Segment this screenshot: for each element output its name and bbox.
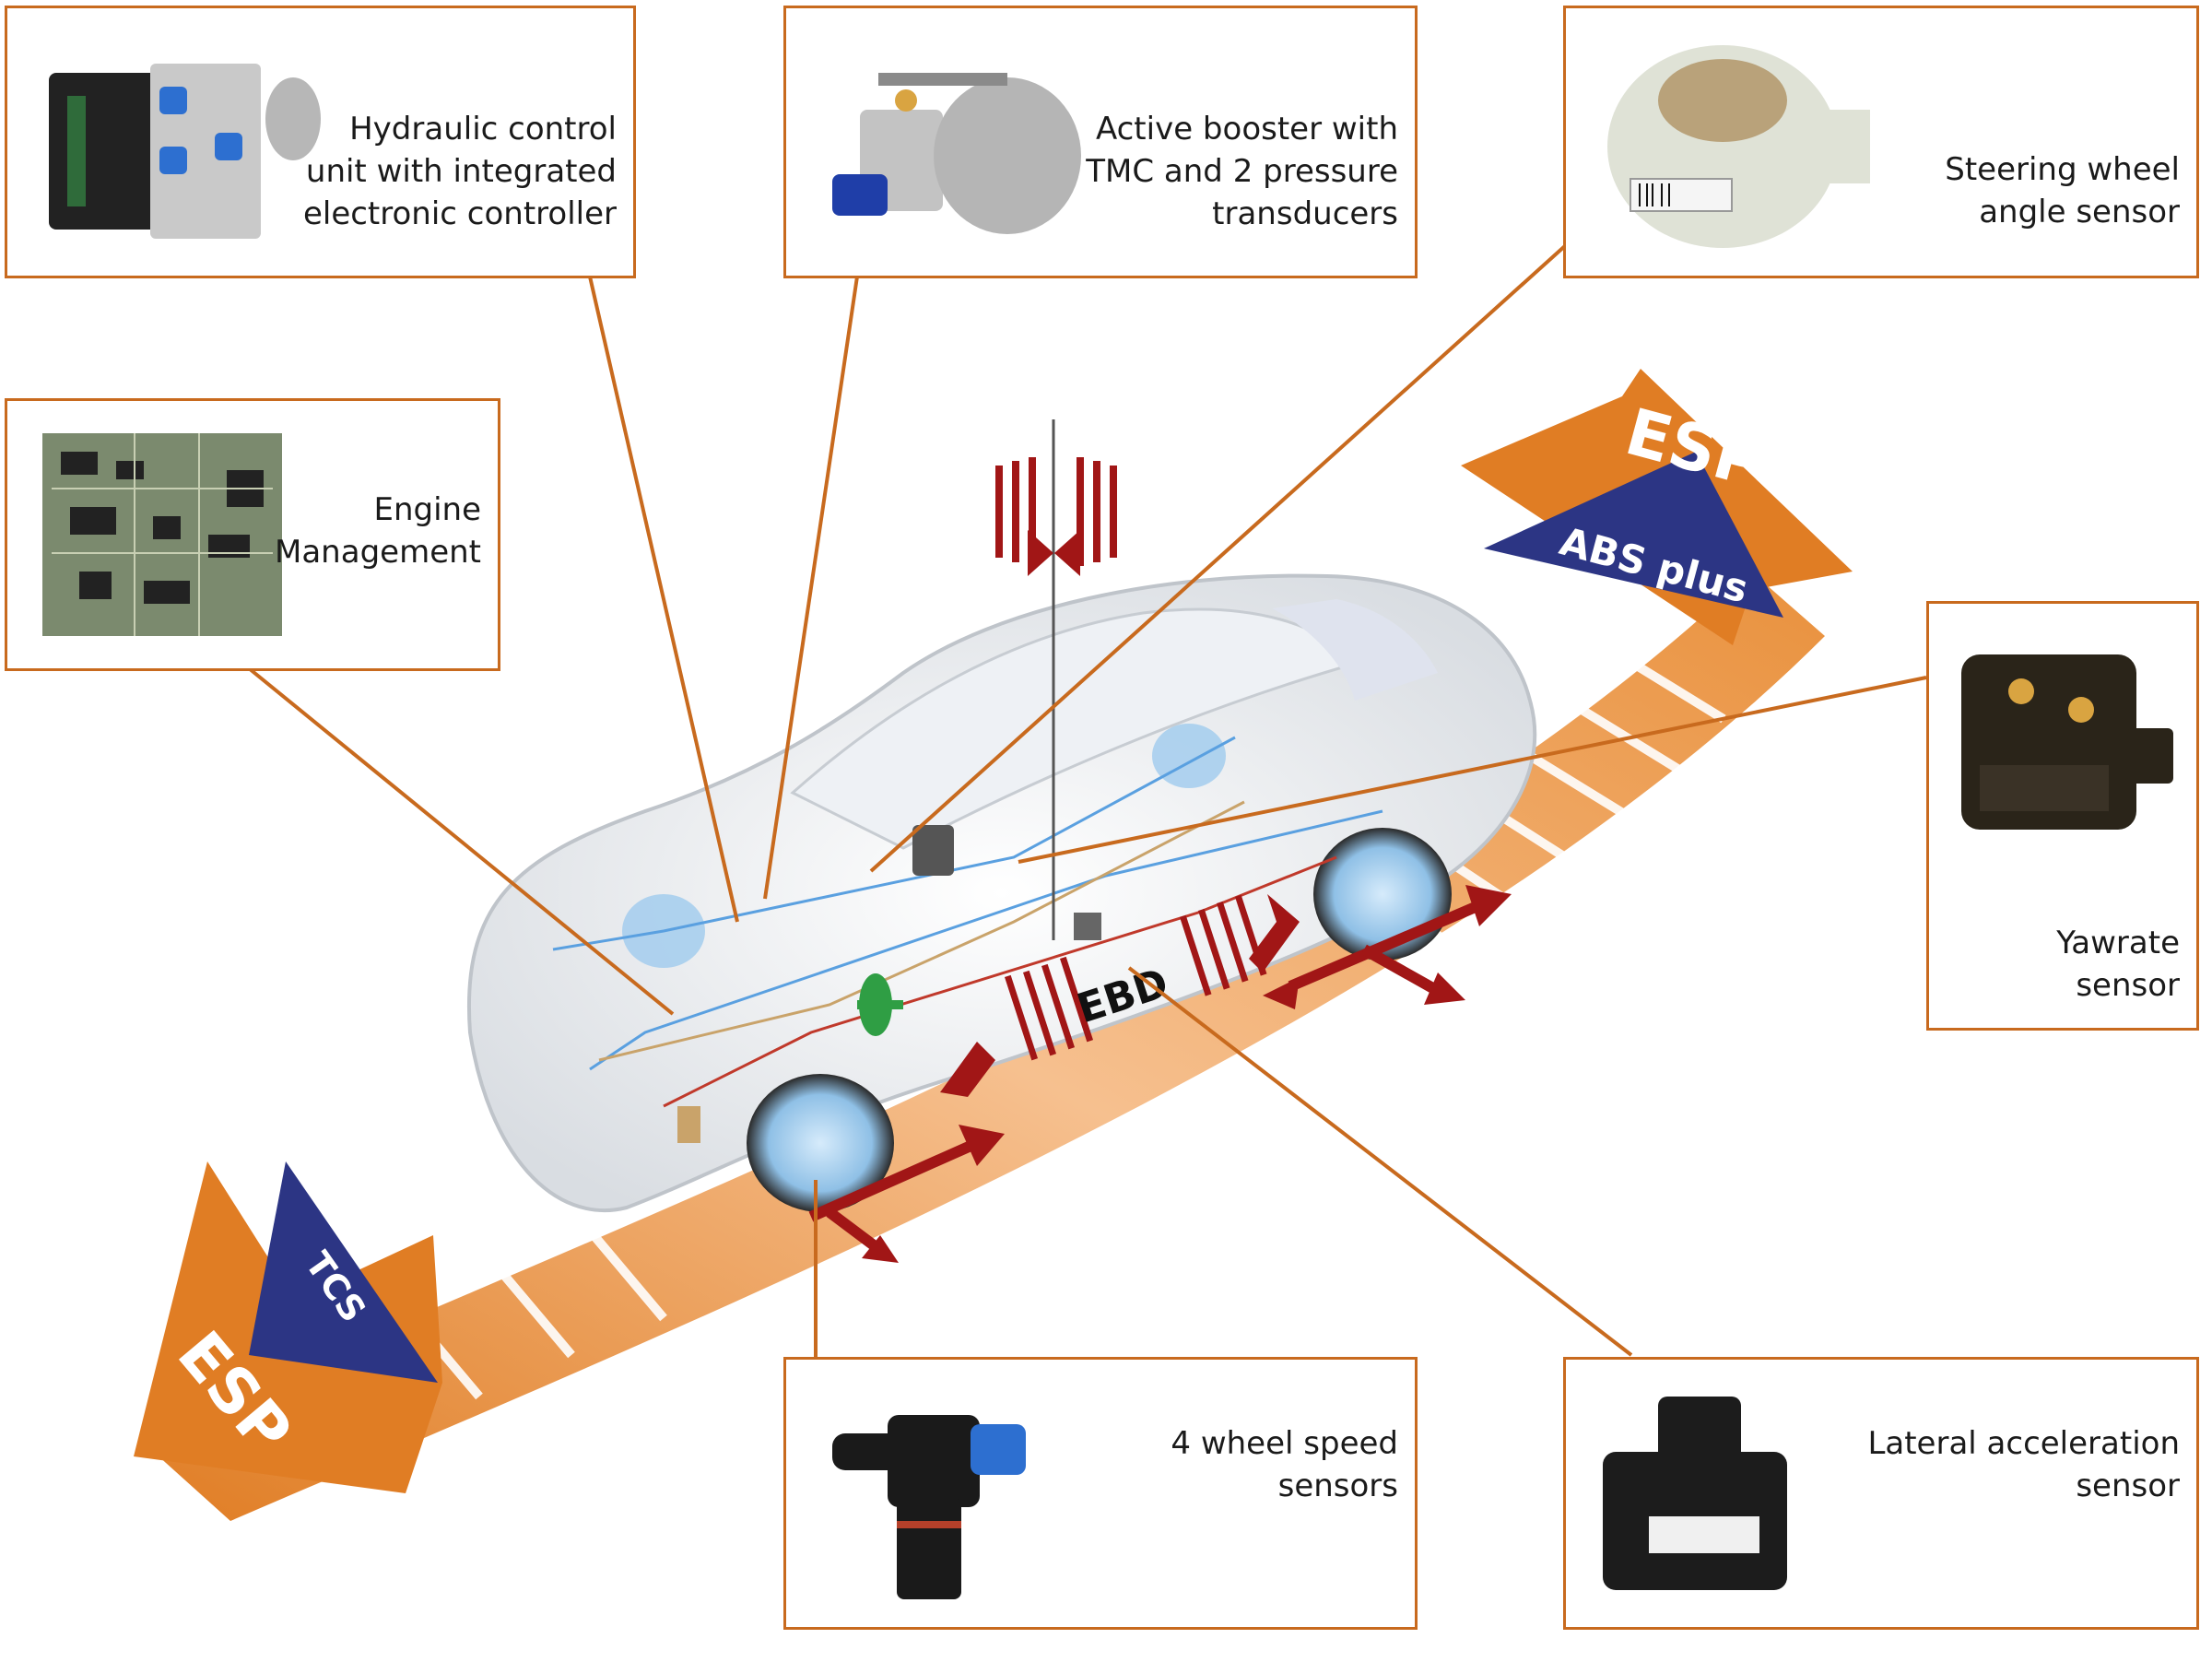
front-left-wheel [747,1074,894,1212]
lateral-label: Lateral acceleration sensor [1867,1425,2180,1504]
yawrate-sensor-icon [1961,654,2173,830]
hydraulic-control-unit-box: Hydraulic control unit with integrated e… [5,6,636,278]
steering-label: Steering wheel angle sensor [1945,151,2180,230]
active-booster-icon [832,73,1081,234]
engine-management-box: Engine Management [5,398,500,671]
steering-angle-sensor-icon [1607,45,1870,248]
leader-lines [247,242,1927,1364]
wheel-force-arrows [808,885,1512,1263]
hydraulic-label: Hydraulic control unit with integrated e… [302,111,617,232]
rear-left-wheel [1313,828,1452,961]
yaw-rotation-indicator [995,457,1117,576]
circuit-board-icon [42,433,282,636]
steering-column-icon [857,973,903,1036]
hydraulic-unit-icon [49,64,321,239]
booster-label: Active booster with TMC and 2 pressure t… [1086,111,1398,232]
front-esp-arrowhead: ESP ABS plus [1461,369,1853,645]
rear-esp-arrowhead: ESP TCS [134,1161,442,1493]
steering-angle-sensor-box: Steering wheel angle sensor [1563,6,2199,278]
yawrate-sensor-box: Yawrate sensor [1926,601,2199,1031]
engine-label: Engine Management [275,491,481,571]
wheelspeed-label: 4 wheel speed sensors [1171,1425,1398,1504]
car-illustration [467,419,1537,1213]
active-booster-box: Active booster with TMC and 2 pressure t… [783,6,1418,278]
wheel-speed-sensor-icon [832,1415,1026,1599]
wheel-speed-sensors-box: 4 wheel speed sensors [783,1357,1418,1630]
lateral-acceleration-sensor-box: Lateral acceleration sensor [1563,1357,2199,1630]
lateral-accel-sensor-icon [1603,1397,1787,1590]
yawrate-label: Yawrate sensor [2056,925,2180,1004]
